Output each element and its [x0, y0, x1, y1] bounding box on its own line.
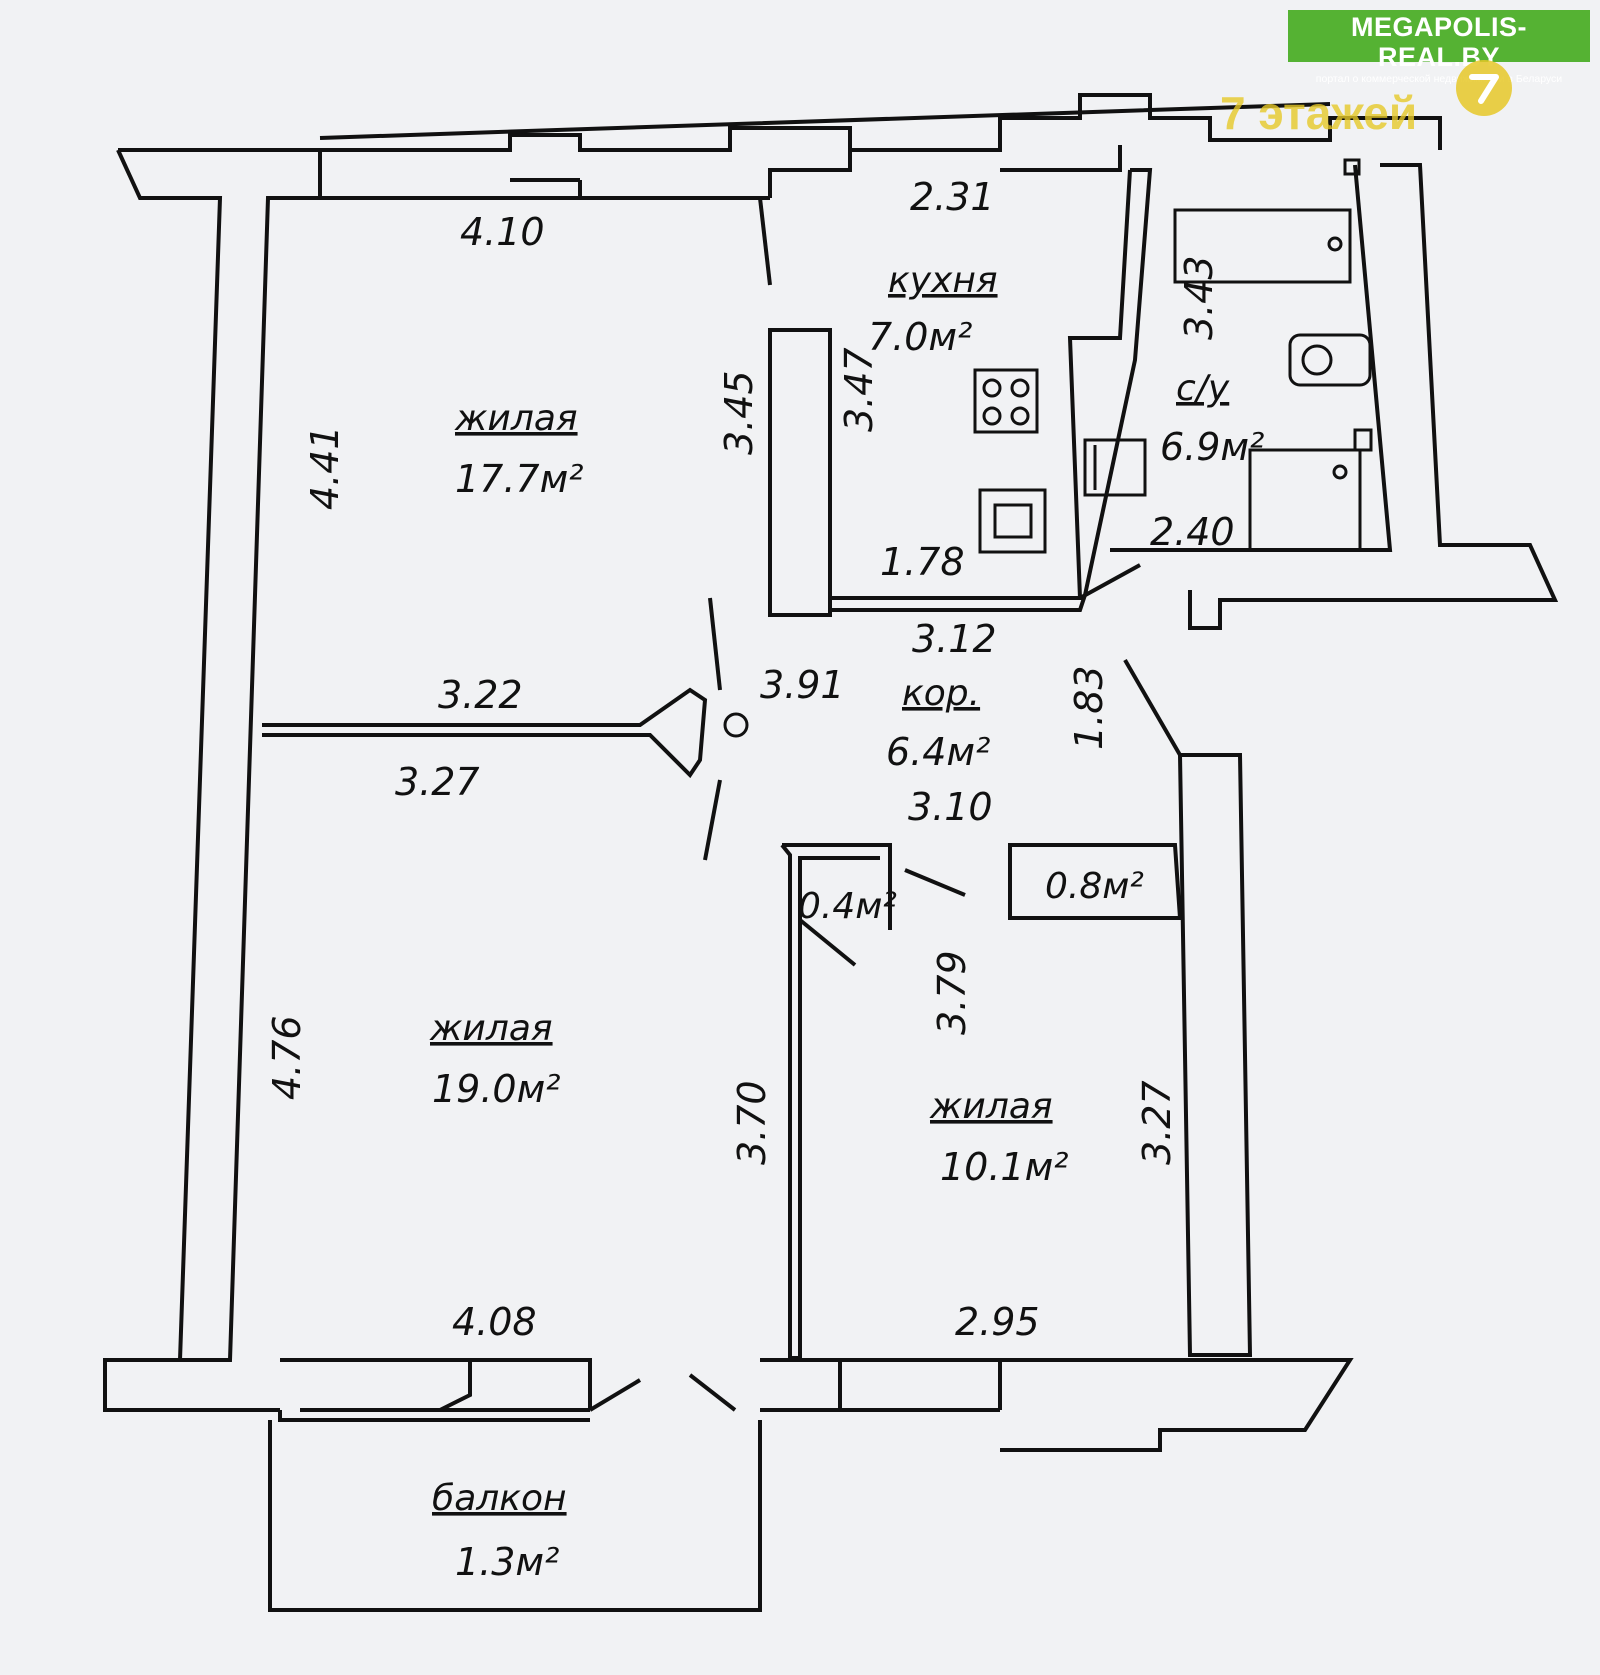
- door-swing-5: [798, 918, 857, 967]
- dim-partition-top: 3.22: [438, 673, 523, 717]
- door-swing-2: [703, 779, 722, 861]
- dim-bathroom-depth: 3.43: [1177, 255, 1221, 340]
- balcony-outline: [268, 1420, 762, 1612]
- closet2-area: 0.8м²: [1045, 866, 1144, 907]
- seven-badge-icon: [1456, 60, 1512, 116]
- kitchen-left-line: [758, 197, 772, 286]
- dim-living2-top: 3.27: [395, 760, 480, 804]
- wall-partition: [262, 687, 708, 779]
- fixtures: [723, 158, 1373, 738]
- closet1-area: 0.4м²: [798, 886, 897, 927]
- outer-wall-bottom: [280, 1358, 1354, 1452]
- dim-corridor-bottom: 3.10: [908, 785, 993, 829]
- dim-kitchen-bottom: 1.78: [880, 540, 965, 584]
- toilet-icon: [1288, 333, 1372, 387]
- living3-name: жилая: [929, 1086, 1053, 1127]
- dim-bathroom-width: 2.40: [1150, 510, 1235, 554]
- kitchen-name: кухня: [888, 260, 998, 301]
- bathroom-name: с/у: [1176, 368, 1230, 409]
- corridor-name: кор.: [902, 673, 980, 714]
- stove-icon: [973, 368, 1039, 434]
- corridor-area: 6.4м²: [886, 730, 990, 774]
- dim-living3-depth: 3.79: [930, 950, 974, 1035]
- sink-icon: [978, 488, 1047, 554]
- living3-area: 10.1м²: [940, 1145, 1069, 1189]
- dim-living2-depth: 4.76: [265, 1015, 309, 1100]
- dim-living1-width: 4.10: [460, 210, 545, 254]
- site-banner[interactable]: MEGAPOLIS-REAL.BY портал о коммерческой …: [1288, 10, 1590, 85]
- dim-living3-bottom: 2.95: [955, 1300, 1040, 1344]
- wall-top-inner: [510, 145, 1122, 200]
- window-top: [319, 102, 1331, 200]
- outer-wall-left: [103, 148, 322, 1412]
- dim-corridor-top: 3.12: [912, 617, 997, 661]
- bathroom-area: 6.9м²: [1160, 425, 1264, 469]
- wall-kitchen-left: [768, 328, 832, 617]
- door-swing-1: [708, 597, 722, 691]
- site-tagline: портал о коммерческой недвижимости в Бел…: [1315, 73, 1563, 85]
- site-name: MEGAPOLIS-REAL.BY: [1350, 12, 1527, 72]
- door-swing-4: [904, 868, 966, 897]
- dim-living1-depth: 4.41: [303, 425, 347, 510]
- wall-bathroom-left: [1083, 168, 1153, 596]
- balcony-name: балкон: [432, 1478, 567, 1519]
- dim-living2-bottom: 4.08: [452, 1300, 537, 1344]
- wall-closet2: [1008, 843, 1183, 920]
- door-swing-6: [588, 1378, 642, 1412]
- washbasin-icon: [1248, 448, 1362, 552]
- door-swing-7: [688, 1373, 737, 1412]
- washer-icon: [1083, 438, 1147, 497]
- outer-wall-right-upper: [1188, 163, 1559, 630]
- bathtub-icon: [1173, 208, 1352, 284]
- living1-area: 17.7м²: [455, 457, 584, 501]
- window-bottom: [278, 1408, 1000, 1422]
- dim-kitchen-width: 2.31: [910, 175, 995, 219]
- dim-living3-side: 3.27: [1135, 1080, 1179, 1165]
- living1-name: жилая: [454, 398, 578, 439]
- bathroom-outer: [1110, 164, 1393, 552]
- living2-area: 19.0м²: [432, 1067, 561, 1111]
- kitchen-area: 7.0м²: [868, 315, 972, 359]
- dim-corridor-side: 1.83: [1067, 665, 1111, 750]
- dim-corridor-diag: 3.91: [760, 663, 845, 707]
- dim-living2-side: 3.70: [730, 1080, 774, 1165]
- living2-name: жилая: [429, 1008, 553, 1049]
- door-swing-3: [1123, 658, 1182, 757]
- wall-kitchen-bottom-2: [830, 594, 1087, 612]
- brand-watermark: 7 этажей: [1220, 87, 1418, 139]
- dim-kitchen-depth: 3.47: [837, 347, 881, 432]
- outer-wall-top: [320, 93, 1442, 152]
- wall-kitchen-bottom: [830, 169, 1132, 600]
- door-swing-8: [1079, 563, 1141, 600]
- wall-living3-right: [1177, 753, 1253, 1357]
- balcony-area: 1.3м²: [455, 1540, 559, 1584]
- dim-living1-side: 3.45: [717, 370, 761, 455]
- riser-icon: [723, 712, 749, 738]
